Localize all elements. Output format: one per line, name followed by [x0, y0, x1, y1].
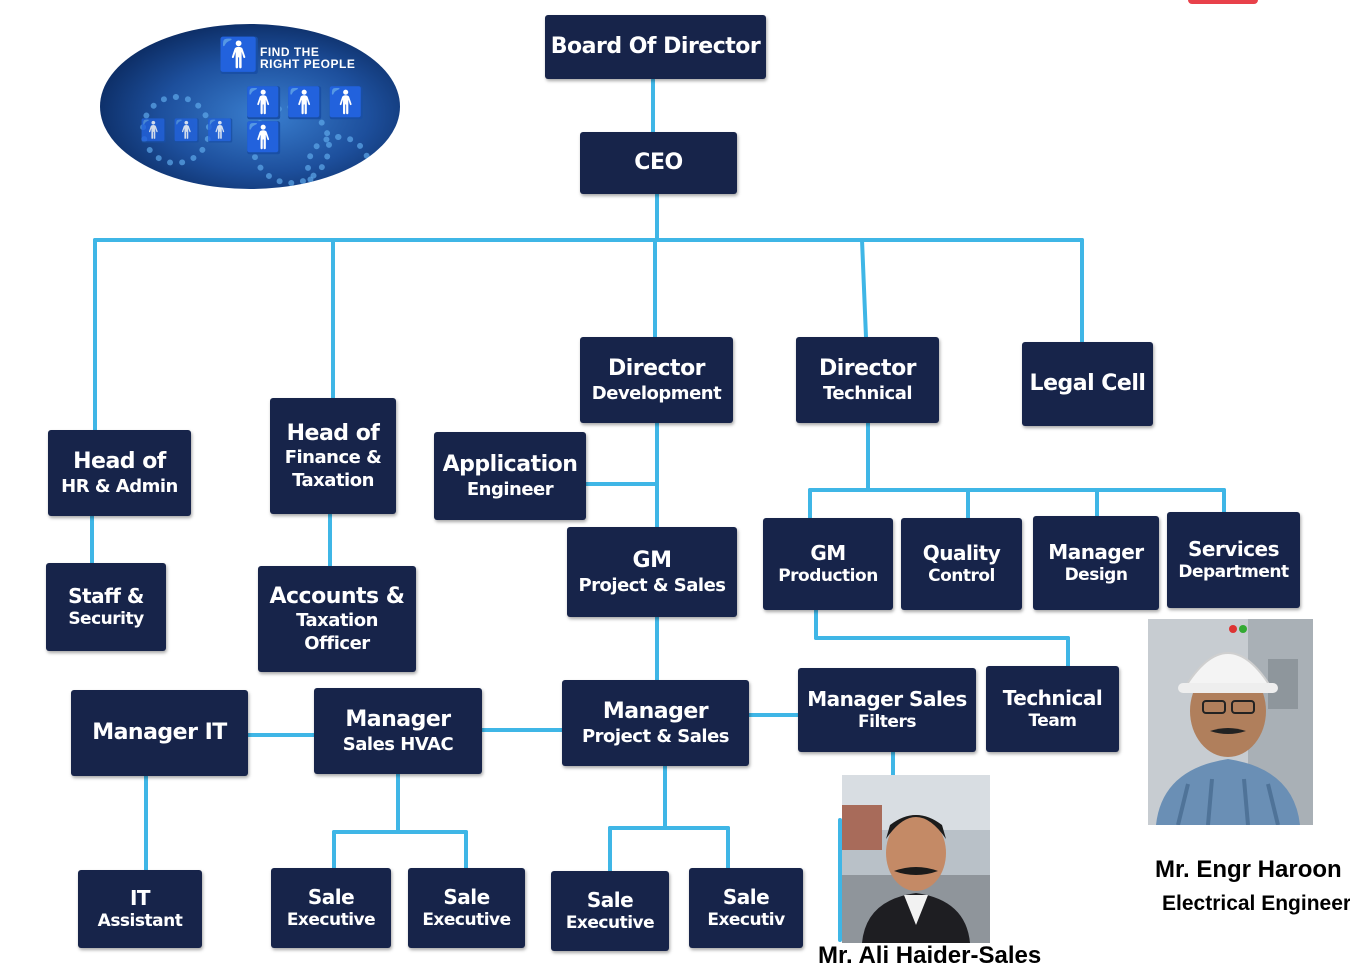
- box-label-line: Finance &: [284, 447, 382, 469]
- box-label-line: IT: [129, 885, 151, 910]
- box-label-line: Sales HVAC: [342, 733, 454, 755]
- box-label-line: CEO: [634, 150, 683, 176]
- connector-line: [860, 238, 868, 339]
- banner-slogan-line1: FIND THE: [260, 45, 320, 59]
- box-label-line: Head of: [73, 449, 166, 474]
- box-label-line: Taxation: [292, 469, 374, 491]
- box-label-line: Project & Sales: [578, 574, 726, 596]
- people-icons: 🚹🚹🚹: [140, 119, 241, 144]
- box-label-line: Executive: [422, 909, 511, 930]
- box-label-line: Assistant: [97, 910, 183, 931]
- ali-haider-caption: Mr. Ali Haider-Sales: [818, 942, 1042, 969]
- box-label-line: Executive: [286, 909, 376, 930]
- box-label-line: Application: [442, 452, 578, 477]
- box-label-line: Head of: [286, 420, 380, 446]
- staff-security-box: Staff &Security: [46, 563, 166, 651]
- manager-it-box: Manager IT: [71, 690, 248, 776]
- box-label-line: Director: [818, 356, 917, 381]
- box-label-line: Officer: [304, 632, 370, 654]
- box-label-line: Manager: [345, 707, 451, 732]
- box-label-line: GM: [810, 540, 846, 565]
- gear-icon: [140, 94, 212, 166]
- box-label-line: Staff &: [68, 583, 144, 608]
- box-label-line: Director: [607, 356, 706, 381]
- ceo-box: CEO: [580, 132, 737, 194]
- box-label-line: Team: [1028, 710, 1077, 731]
- box-label-line: Sale: [586, 887, 634, 912]
- box-label-line: Manager IT: [92, 720, 227, 746]
- legal-cell-box: Legal Cell: [1022, 342, 1153, 426]
- corner-decoration: [1188, 0, 1258, 4]
- banner-slogan-line2: RIGHT PEOPLE: [260, 57, 356, 71]
- ali-haider-photo: [842, 775, 990, 943]
- engr-haroon-caption: Mr. Engr Haroon: [1155, 856, 1342, 883]
- box-label-line: Engineer: [466, 478, 554, 500]
- find-right-people-banner: 🚹🚹🚹 🚹🚹🚹🚹 🚹 FIND THE RIGHT PEOPLE: [100, 24, 400, 189]
- box-label-line: Board Of Director: [550, 34, 761, 60]
- engr-haroon-title: Electrical Engineer: [1162, 892, 1350, 915]
- box-label-line: Taxation: [296, 610, 378, 632]
- box-label-line: Project & Sales: [581, 725, 730, 747]
- board-of-director-box: Board Of Director: [545, 15, 766, 79]
- box-label-line: Quality: [922, 540, 1001, 565]
- box-label-line: Legal Cell: [1029, 371, 1146, 397]
- box-label-line: Filters: [858, 711, 916, 732]
- box-label-line: Development: [591, 382, 722, 404]
- box-label-line: Technical: [1002, 685, 1103, 710]
- box-label-line: Technical: [822, 382, 913, 404]
- banner-slogan: FIND THE RIGHT PEOPLE: [260, 46, 355, 70]
- box-label-line: Sale: [443, 884, 490, 909]
- box-label-line: Manager: [1048, 539, 1144, 564]
- people-icons: 🚹🚹🚹🚹: [245, 86, 370, 156]
- box-label-line: Sale: [722, 884, 770, 909]
- box-label-line: Sale: [307, 884, 355, 909]
- box-label-line: Control: [928, 565, 995, 586]
- box-label-line: Executiv: [707, 909, 785, 930]
- box-label-line: Manager Sales: [807, 686, 967, 711]
- box-label-line: Security: [68, 608, 144, 629]
- box-label-line: HR & Admin: [61, 475, 178, 497]
- box-label-line: Production: [778, 565, 878, 586]
- box-label-line: GM: [632, 548, 672, 573]
- box-label-line: Executive: [565, 912, 655, 933]
- gear-icon: [305, 134, 372, 189]
- box-label-line: Design: [1064, 564, 1128, 585]
- box-label-line: Department: [1178, 561, 1289, 582]
- box-label-line: Services: [1187, 536, 1280, 561]
- person-icon: 🚹: [218, 36, 261, 76]
- engr-haroon-photo: [1148, 619, 1313, 825]
- box-label-line: Accounts &: [269, 583, 405, 609]
- box-label-line: Manager: [602, 699, 709, 724]
